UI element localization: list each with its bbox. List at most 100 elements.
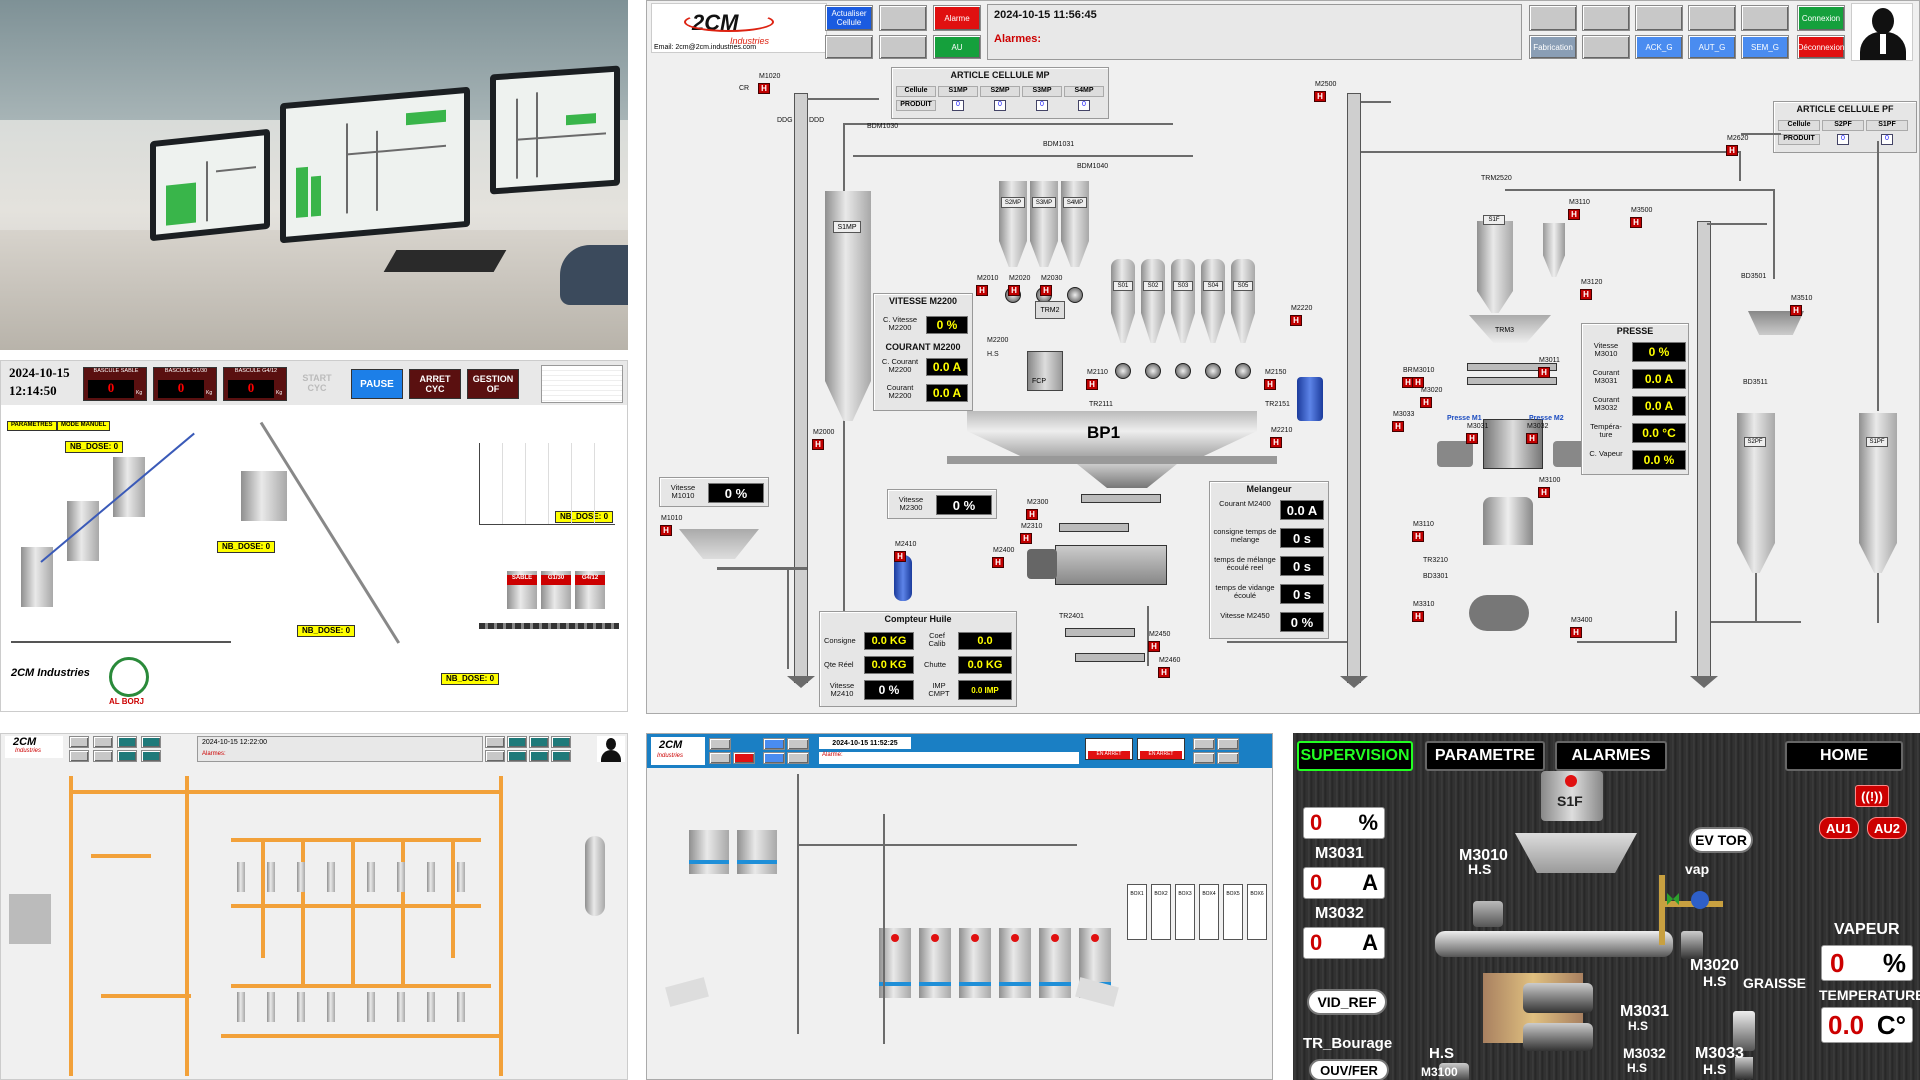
h-status-m3100[interactable]: H xyxy=(1538,487,1550,498)
sem-g-button[interactable]: SEM_G xyxy=(1741,35,1789,59)
header-button-2[interactable] xyxy=(825,35,873,59)
au1-button[interactable]: AU1 xyxy=(1819,817,1859,839)
h-status-m3011[interactable]: H xyxy=(1538,367,1550,378)
connexion-button[interactable]: Connexion xyxy=(1797,5,1845,31)
ev-tor-button[interactable]: EV TOR xyxy=(1689,827,1753,853)
p5-ev-tor-valve[interactable] xyxy=(1667,893,1679,905)
alarmes-button[interactable]: ALARMES xyxy=(1555,741,1667,771)
h-status-m2620[interactable]: H xyxy=(1726,145,1738,156)
control-room-photo xyxy=(0,0,628,350)
p3-btn-14[interactable] xyxy=(507,750,527,762)
h-status-m2500[interactable]: H xyxy=(1314,91,1326,102)
au-button[interactable]: AU xyxy=(933,35,981,59)
header-button-1[interactable] xyxy=(879,5,927,31)
h-status-m3110b[interactable]: H xyxy=(1412,531,1424,542)
h-status-m2010[interactable]: H xyxy=(976,285,988,296)
p4-btn-9[interactable] xyxy=(1217,738,1239,750)
p3-btn-9[interactable] xyxy=(485,736,505,748)
actualiser-cellule-button[interactable]: Actualiser Cellule xyxy=(825,5,873,31)
p4-btn-5[interactable] xyxy=(787,738,809,750)
h-status-m2210[interactable]: H xyxy=(1270,437,1282,448)
header-button-3[interactable] xyxy=(879,35,927,59)
p3-btn-8[interactable] xyxy=(141,750,161,762)
p3-btn-10[interactable] xyxy=(507,736,527,748)
mp-header-3: S3MP xyxy=(1022,86,1062,97)
header-button-5[interactable] xyxy=(1582,5,1630,31)
p3-btn-15[interactable] xyxy=(529,750,549,762)
h-status-m3032[interactable]: H xyxy=(1526,433,1538,444)
header-button-7[interactable] xyxy=(1688,5,1736,31)
h-status-m3033[interactable]: H xyxy=(1392,421,1404,432)
header-button-9[interactable] xyxy=(1582,35,1630,59)
h-status-m3400[interactable]: H xyxy=(1570,627,1582,638)
header-button-6[interactable] xyxy=(1635,5,1683,31)
p3-btn-5[interactable] xyxy=(69,750,89,762)
vid-ref-button[interactable]: VID_REF xyxy=(1307,989,1387,1015)
h-status-m2000[interactable]: H xyxy=(812,439,824,450)
p4-btn-3[interactable] xyxy=(733,752,755,764)
ouv-fer-button[interactable]: OUV/FER xyxy=(1309,1059,1389,1080)
fabrication-button[interactable]: Fabrication xyxy=(1529,35,1577,59)
arret-cyc-button[interactable]: ARRET CYC xyxy=(409,369,461,399)
h-status-m2220[interactable]: H xyxy=(1290,315,1302,326)
supervision-button[interactable]: SUPERVISION xyxy=(1297,741,1413,771)
h-status-m3031[interactable]: H xyxy=(1466,433,1478,444)
p3-btn-11[interactable] xyxy=(529,736,549,748)
p4-btn-8[interactable] xyxy=(1193,738,1215,750)
p4-btn-4[interactable] xyxy=(763,738,785,750)
h-status-m3510[interactable]: H xyxy=(1790,305,1802,316)
pause-button[interactable]: PAUSE xyxy=(351,369,403,399)
h-status-m2400[interactable]: H xyxy=(992,557,1004,568)
p3-avatar-icon[interactable] xyxy=(597,736,625,762)
h-status-m2030[interactable]: H xyxy=(1040,285,1052,296)
p4-btn-6[interactable] xyxy=(763,752,785,764)
h-status-m2310[interactable]: H xyxy=(1020,533,1032,544)
alarm-siren-icon[interactable]: ((!)) xyxy=(1855,785,1889,807)
p3-btn-6[interactable] xyxy=(93,750,113,762)
start-cyc-button[interactable]: START CYC xyxy=(302,373,332,393)
p3-btn-2[interactable] xyxy=(93,736,113,748)
p3-btn-16[interactable] xyxy=(551,750,571,762)
p5-steam-valve[interactable] xyxy=(1691,891,1709,909)
header-button-8[interactable] xyxy=(1741,5,1789,31)
p3-btn-7[interactable] xyxy=(117,750,137,762)
h-status-m3010[interactable]: H xyxy=(1412,377,1424,388)
p3-btn-3[interactable] xyxy=(117,736,137,748)
h-status-m1010[interactable]: H xyxy=(660,525,672,536)
h-status-m1020[interactable]: H xyxy=(758,83,770,94)
gestion-of-button[interactable]: GESTION OF xyxy=(467,369,519,399)
p4-btn-2[interactable] xyxy=(709,752,731,764)
p4-btn-7[interactable] xyxy=(787,752,809,764)
home-button[interactable]: HOME xyxy=(1785,741,1903,771)
mode-manuel-button[interactable]: MODE MANUEL xyxy=(57,421,111,431)
alarme-button[interactable]: Alarme xyxy=(933,5,981,31)
h-status-m2450[interactable]: H xyxy=(1148,641,1160,652)
p3-btn-4[interactable] xyxy=(141,736,161,748)
p4-btn-1[interactable] xyxy=(709,738,731,750)
h-status-m3020[interactable]: H xyxy=(1420,397,1432,408)
p4-btn-10[interactable] xyxy=(1193,752,1215,764)
parametre-button[interactable]: PARAMETRE xyxy=(1425,741,1545,771)
ack-g-button[interactable]: ACK_G xyxy=(1635,35,1683,59)
h-status-m3310[interactable]: H xyxy=(1412,611,1424,622)
p4-btn-11[interactable] xyxy=(1217,752,1239,764)
p3-btn-12[interactable] xyxy=(551,736,571,748)
p3-btn-13[interactable] xyxy=(485,750,505,762)
aut-g-button[interactable]: AUT_G xyxy=(1688,35,1736,59)
au2-button[interactable]: AU2 xyxy=(1867,817,1907,839)
h-status-m3120[interactable]: H xyxy=(1580,289,1592,300)
h-status-m2460[interactable]: H xyxy=(1158,667,1170,678)
h-status-m2150[interactable]: H xyxy=(1264,379,1276,390)
h-status-m2300[interactable]: H xyxy=(1026,509,1038,520)
header-button-4[interactable] xyxy=(1529,5,1577,31)
h-status-m3110[interactable]: H xyxy=(1568,209,1580,220)
h-status-m2410[interactable]: H xyxy=(894,551,906,562)
h-status-m2020[interactable]: H xyxy=(1008,285,1020,296)
p3-btn-1[interactable] xyxy=(69,736,89,748)
h-status-m2110[interactable]: H xyxy=(1086,379,1098,390)
parametres-button[interactable]: PARAMETRES xyxy=(7,421,57,431)
deconnexion-button[interactable]: Déconnexion xyxy=(1797,35,1845,59)
user-avatar-icon[interactable] xyxy=(1851,3,1913,61)
h-status-m3500[interactable]: H xyxy=(1630,217,1642,228)
